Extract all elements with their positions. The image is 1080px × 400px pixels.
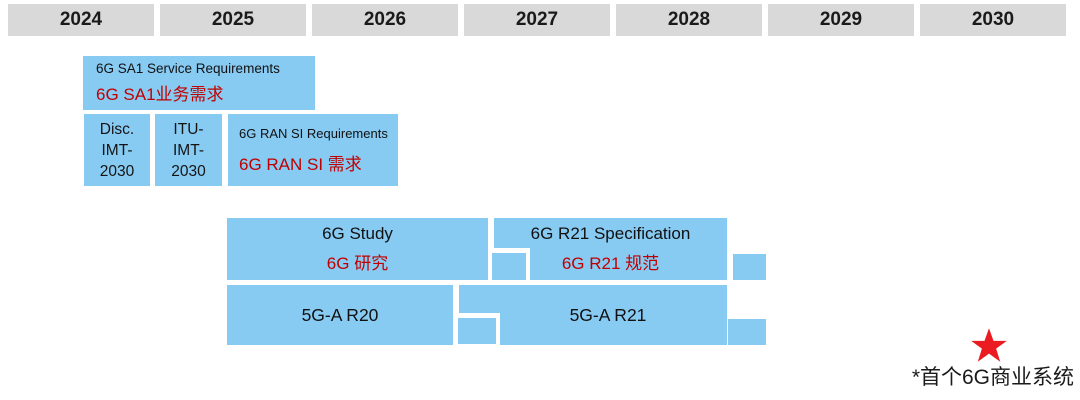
disc-line2: IMT- xyxy=(101,141,133,159)
ran-si-title-en: 6G RAN SI Requirements xyxy=(239,125,388,141)
disc-line3: 2030 xyxy=(99,162,135,180)
itu-imt-2030-box: ITU- IMT- 2030 xyxy=(155,114,222,186)
6g-study-title-en: 6G Study xyxy=(322,224,393,243)
6g-study-title-zh: 6G 研究 xyxy=(326,254,389,273)
year-cell-2030: 2030 xyxy=(920,4,1066,36)
disc-imt-2030-box: Disc. IMT- 2030 xyxy=(84,114,150,186)
itu-line3: 2030 xyxy=(171,162,206,180)
sa1-title-en: 6G SA1 Service Requirements xyxy=(96,61,280,76)
itu-line2: IMT- xyxy=(173,141,204,159)
6g-r21-continuation-tab xyxy=(733,254,766,280)
6g-r21-specification-bar: 6G R21 Specification 6G R21 规范 xyxy=(494,218,727,280)
itu-line1: ITU- xyxy=(173,120,204,138)
year-cell-2024: 2024 xyxy=(8,4,154,36)
year-cell-2026: 2026 xyxy=(312,4,458,36)
disc-line1: Disc. xyxy=(99,120,135,138)
5ga-r20-label: 5G-A R20 xyxy=(301,304,379,325)
5ga-r20-overlap-tab xyxy=(458,318,496,344)
6g-r21-spec-title-en: 6G R21 Specification xyxy=(530,224,691,243)
6g-sa1-requirements-box: 6G SA1 Service Requirements 6G SA1业务需求 xyxy=(83,56,315,110)
sa1-title-zh: 6G SA1业务需求 xyxy=(96,85,224,104)
year-cell-2025: 2025 xyxy=(160,4,306,36)
6g-study-overlap-tab xyxy=(492,253,526,280)
6g-r21-spec-title-zh: 6G R21 规范 xyxy=(561,254,660,273)
5ga-r21-bar: 5G-A R21 xyxy=(459,285,727,345)
year-cell-2028: 2028 xyxy=(616,4,762,36)
6g-study-bar: 6G Study 6G 研究 xyxy=(227,218,488,280)
timeline-year-header: 2024 2025 2026 2027 2028 2029 2030 xyxy=(8,4,1066,36)
year-cell-2029: 2029 xyxy=(768,4,914,36)
year-cell-2027: 2027 xyxy=(464,4,610,36)
6g-ran-si-requirements-box: 6G RAN SI Requirements 6G RAN SI 需求 xyxy=(228,114,398,186)
ran-si-title-zh: 6G RAN SI 需求 xyxy=(239,154,362,174)
first-6g-commercial-system-footnote: *首个6G商业系统 xyxy=(911,366,1074,389)
5ga-r21-label: 5G-A R21 xyxy=(569,304,647,325)
5ga-r20-bar: 5G-A R20 xyxy=(227,285,453,345)
5ga-r21-continuation-tab xyxy=(728,319,766,345)
star-icon xyxy=(969,327,1009,363)
